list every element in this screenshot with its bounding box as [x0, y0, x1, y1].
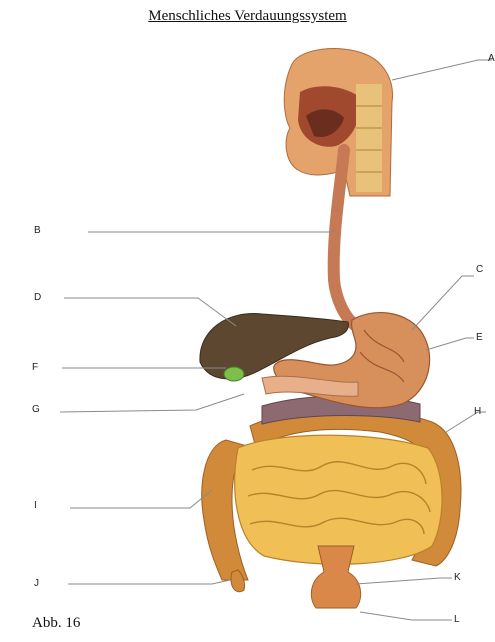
leader-line-a [392, 60, 492, 80]
leader-line-e [426, 338, 474, 350]
label-b: B [34, 225, 41, 236]
label-a: A [488, 53, 495, 64]
leader-line-d [64, 298, 236, 326]
label-g: G [32, 404, 40, 415]
label-i: I [34, 500, 37, 511]
label-k: K [454, 572, 461, 583]
label-j: J [34, 578, 39, 589]
gallbladder [224, 367, 244, 381]
label-f: F [32, 362, 38, 373]
small-intestine [235, 435, 442, 564]
figure-caption: Abb. 16 [32, 615, 80, 632]
leader-line-g [60, 394, 244, 412]
label-d: D [34, 292, 41, 303]
leader-line-j [68, 580, 230, 584]
leader-line-i [70, 490, 212, 508]
leader-line-c [412, 276, 474, 330]
leader-line-k [356, 578, 452, 584]
label-e: E [476, 332, 483, 343]
leader-line-l [360, 612, 452, 620]
label-l: L [454, 614, 460, 625]
label-h: H [474, 406, 481, 417]
label-c: C [476, 264, 483, 275]
